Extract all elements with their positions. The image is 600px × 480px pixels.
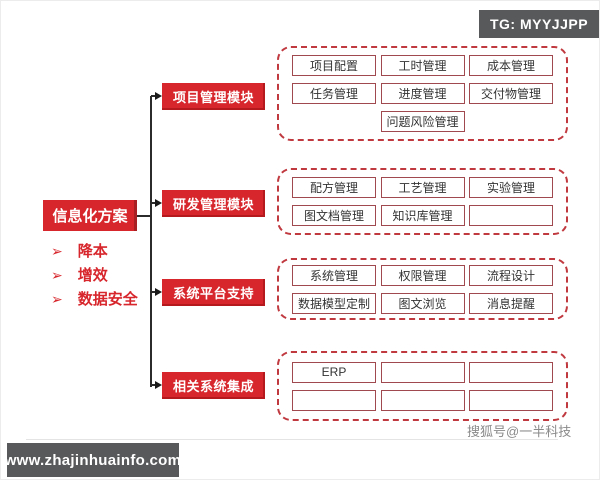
feature-row: 问题风险管理 — [292, 111, 553, 132]
feature-row: 项目配置 工时管理 成本管理 — [292, 55, 553, 76]
feature-row: 数据模型定制 图文浏览 消息提醒 — [292, 292, 553, 314]
feature-box-empty — [380, 389, 465, 411]
feature-box-empty — [469, 205, 553, 226]
bullet-item: ➢ 降本 — [51, 240, 138, 261]
feature-box: 消息提醒 — [469, 292, 553, 314]
bullet-item: ➢ 数据安全 — [51, 288, 138, 309]
feature-box: ERP — [292, 361, 376, 383]
feature-box: 图文档管理 — [292, 205, 376, 226]
feature-box: 流程设计 — [469, 264, 553, 286]
feature-row: 系统管理 权限管理 流程设计 — [292, 264, 553, 286]
root-bullet-list: ➢ 降本 ➢ 增效 ➢ 数据安全 — [51, 240, 138, 312]
feature-box: 配方管理 — [292, 177, 376, 198]
feature-group-project: 项目配置 工时管理 成本管理 任务管理 进度管理 交付物管理 问题风险管理 — [277, 46, 568, 141]
arrow-bullet-icon: ➢ — [51, 242, 63, 259]
feature-row: ERP — [292, 361, 553, 383]
website-watermark-banner: www.zhajinhuainfo.com — [5, 443, 181, 477]
branch-rd-management: 研发管理模块 — [162, 190, 265, 217]
connector-trunk-vertical — [150, 96, 152, 387]
arrow-bullet-icon: ➢ — [51, 290, 63, 307]
connector-root-horizontal — [137, 215, 151, 217]
feature-box: 任务管理 — [292, 83, 376, 104]
bullet-label: 数据安全 — [77, 291, 138, 308]
branch-project-management: 项目管理模块 — [162, 83, 265, 110]
connector-branch-stub — [151, 291, 157, 293]
feature-box: 权限管理 — [380, 264, 465, 286]
root-node-title: 信息化方案 — [43, 200, 137, 231]
feature-box-empty — [292, 389, 376, 411]
arrowhead-icon — [155, 288, 162, 296]
branch-system-integration: 相关系统集成 — [162, 372, 265, 399]
arrowhead-icon — [155, 199, 162, 207]
feature-box: 系统管理 — [292, 264, 376, 286]
feature-box: 项目配置 — [292, 55, 376, 76]
feature-row: 图文档管理 知识库管理 — [292, 205, 553, 226]
connector-branch-stub — [151, 202, 157, 204]
arrow-bullet-icon: ➢ — [51, 266, 63, 283]
feature-box: 图文浏览 — [380, 292, 465, 314]
feature-box-empty — [469, 389, 553, 411]
feature-box: 交付物管理 — [469, 83, 553, 104]
feature-box: 工时管理 — [380, 55, 465, 76]
arrowhead-icon — [155, 92, 162, 100]
feature-row — [292, 389, 553, 411]
feature-box: 问题风险管理 — [380, 111, 465, 132]
telegram-badge: TG: MYYJJPP — [479, 10, 599, 38]
divider-line — [26, 439, 558, 440]
feature-box-empty — [469, 361, 553, 383]
feature-row: 任务管理 进度管理 交付物管理 — [292, 83, 553, 104]
feature-group-integration: ERP — [277, 351, 568, 421]
feature-box-empty — [380, 361, 465, 383]
arrowhead-icon — [155, 381, 162, 389]
feature-box: 知识库管理 — [380, 205, 465, 226]
connector-branch-stub — [151, 95, 157, 97]
feature-row: 配方管理 工艺管理 实验管理 — [292, 177, 553, 198]
bullet-item: ➢ 增效 — [51, 264, 138, 285]
feature-box: 进度管理 — [380, 83, 465, 104]
feature-box: 成本管理 — [469, 55, 553, 76]
bullet-label: 降本 — [77, 243, 108, 260]
feature-box: 实验管理 — [469, 177, 553, 198]
feature-group-rd: 配方管理 工艺管理 实验管理 图文档管理 知识库管理 — [277, 168, 568, 235]
feature-box: 数据模型定制 — [292, 292, 376, 314]
feature-group-platform: 系统管理 权限管理 流程设计 数据模型定制 图文浏览 消息提醒 — [277, 258, 568, 320]
feature-box: 工艺管理 — [380, 177, 465, 198]
connector-branch-stub — [151, 384, 157, 386]
branch-platform-support: 系统平台支持 — [162, 279, 265, 306]
bullet-label: 增效 — [77, 267, 108, 284]
sohu-watermark: 搜狐号@一半科技 — [467, 424, 572, 439]
